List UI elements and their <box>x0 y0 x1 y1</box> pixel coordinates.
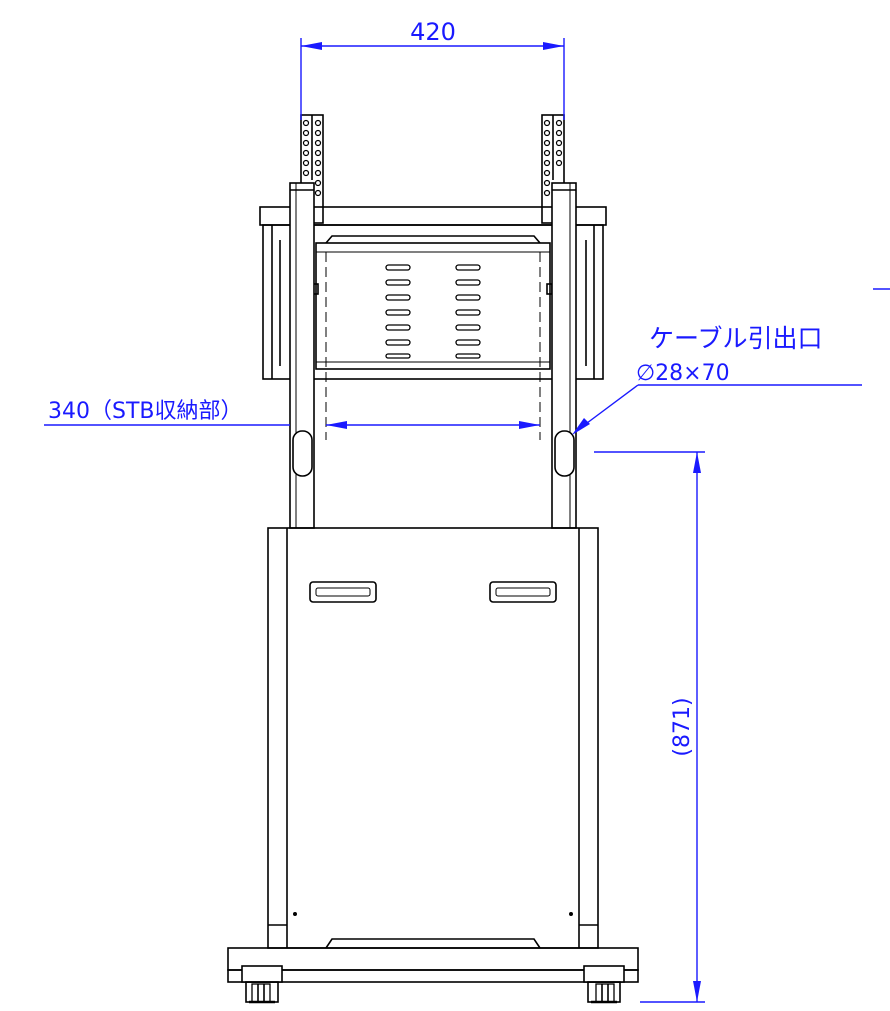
post-right <box>551 182 577 529</box>
lower-cabinet <box>267 527 599 949</box>
stb-storage-compartment <box>312 235 553 370</box>
post-left <box>289 182 315 529</box>
vent-slots <box>385 264 481 359</box>
handle-left <box>309 581 377 603</box>
handle-right <box>489 581 557 603</box>
cable-outlet-size-label: ∅28×70 <box>636 361 730 386</box>
caster-right <box>583 965 625 1004</box>
top-plate <box>259 206 607 380</box>
dim-stb-storage-label: 340（STB収納部） <box>48 399 243 424</box>
dim-top-width-label: 420 <box>410 18 456 46</box>
dimension-lines <box>44 38 890 1003</box>
stand-structure <box>227 114 639 1004</box>
stb-width-guides <box>325 252 541 440</box>
cable-outlet-label: ケーブル引出口 <box>649 324 823 353</box>
caster-left <box>241 965 283 1004</box>
base <box>227 947 639 983</box>
vesa-bracket-right <box>541 114 565 224</box>
dim-height-label: (871) <box>670 697 695 756</box>
